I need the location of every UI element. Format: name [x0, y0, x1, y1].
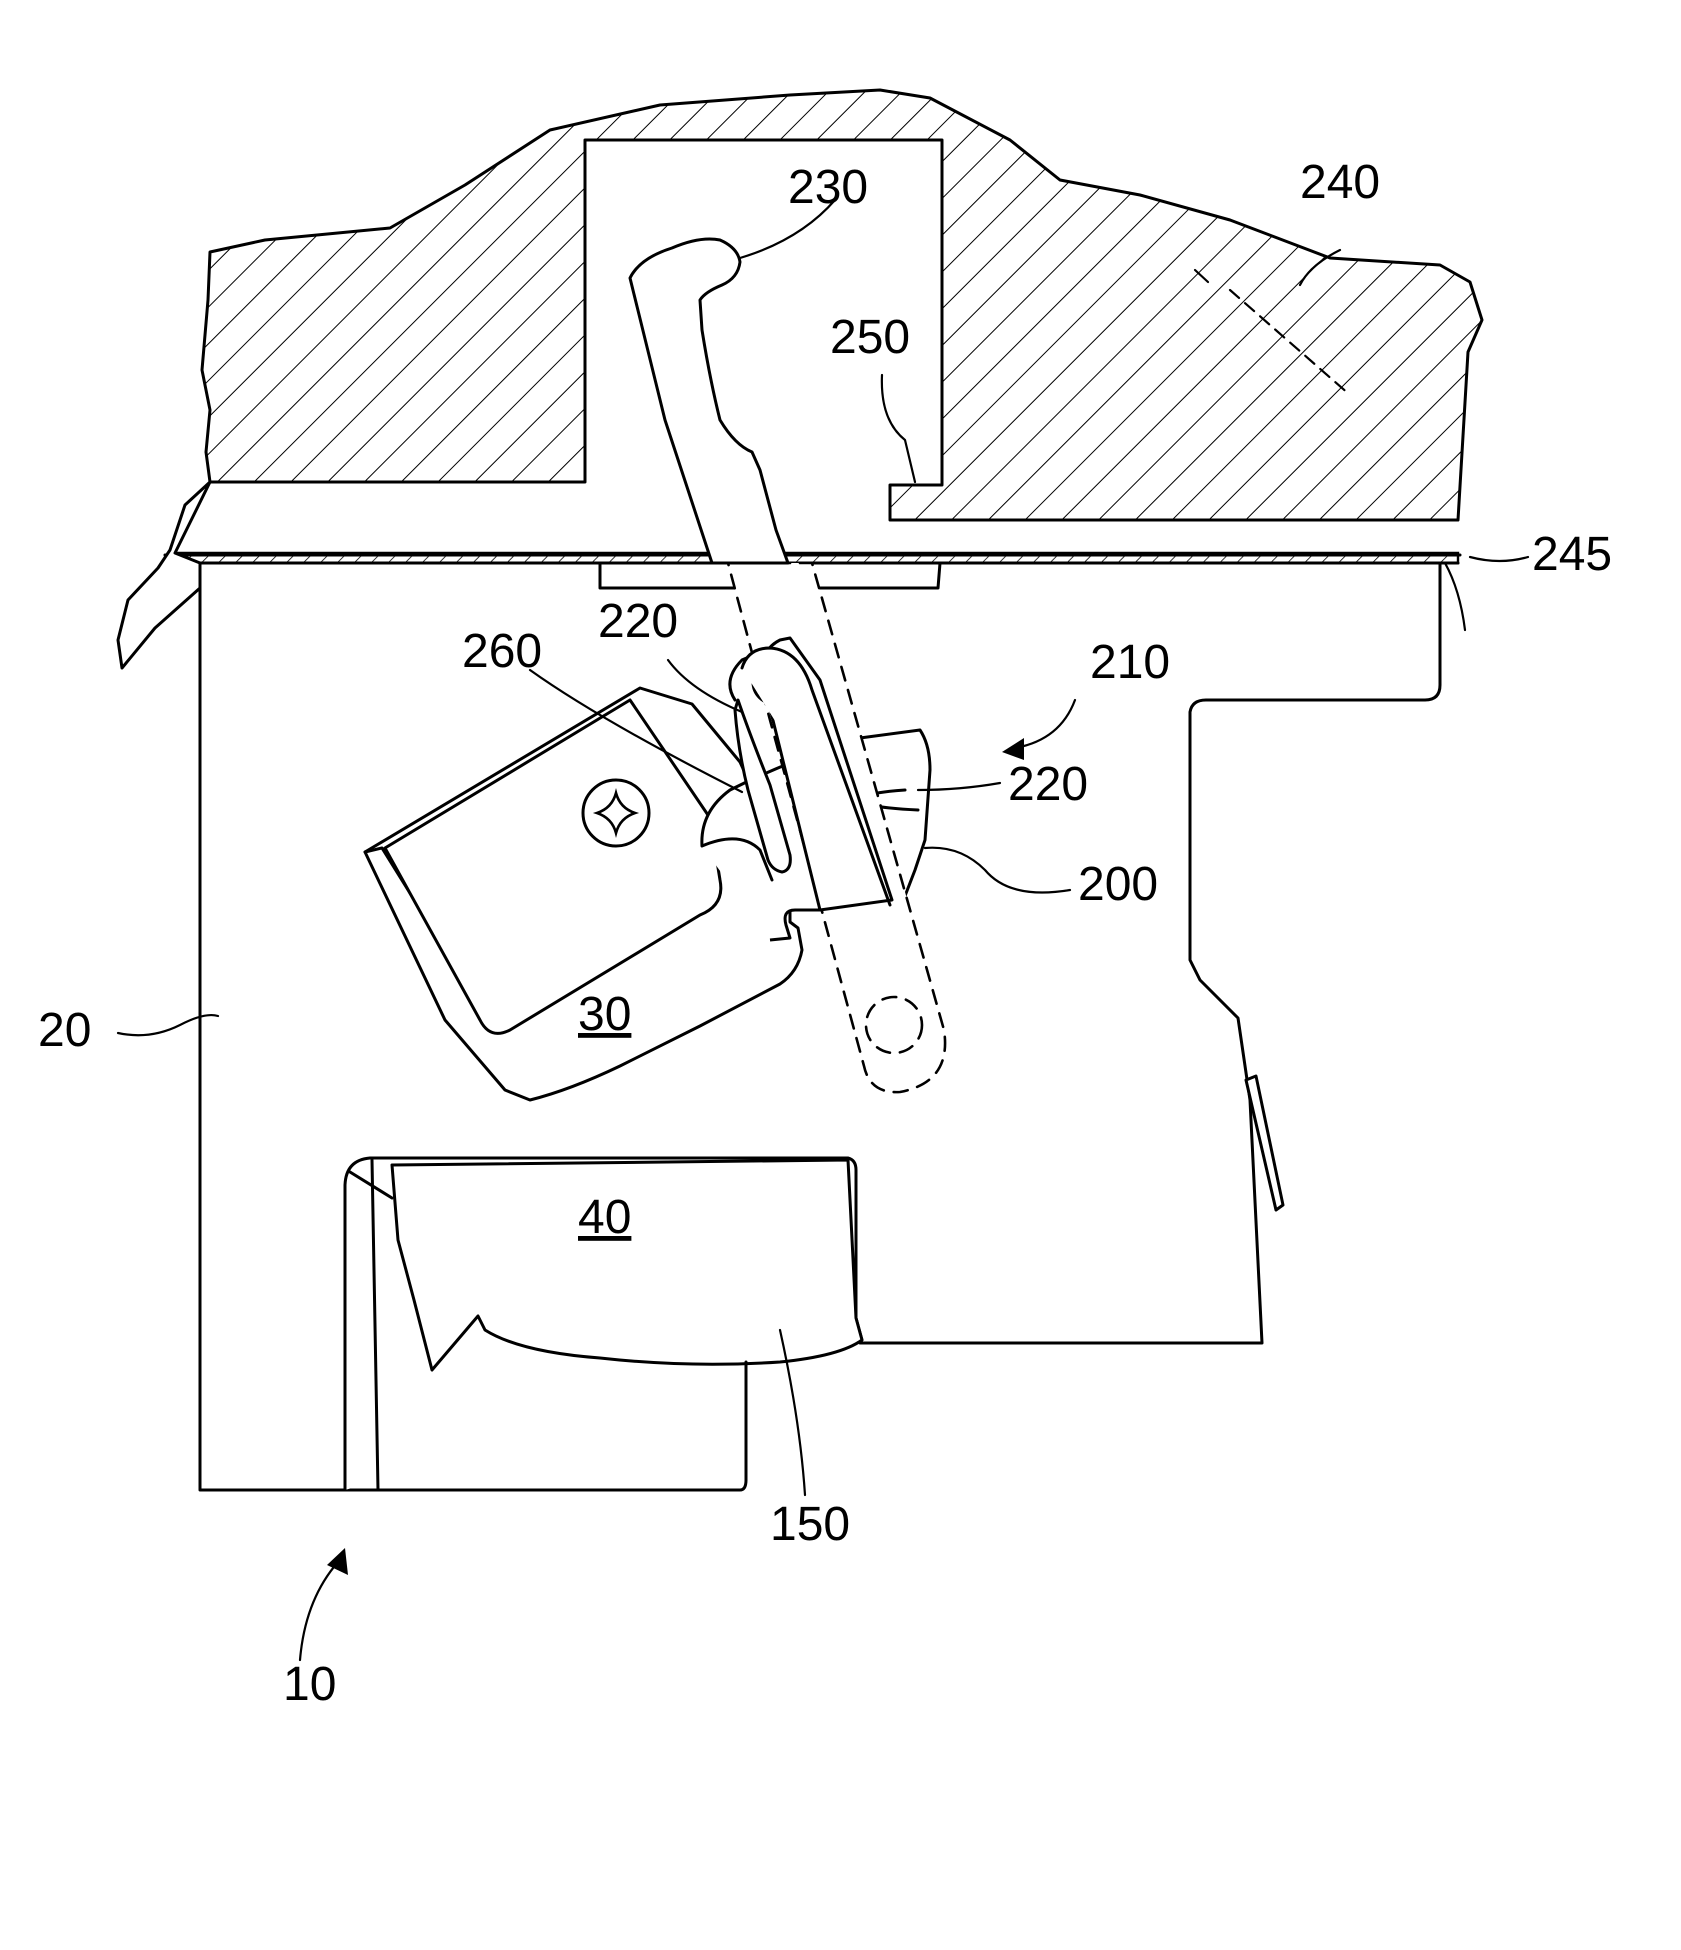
label-230: 230 — [788, 161, 868, 214]
leader-250 — [882, 375, 915, 482]
label-40: 40 — [578, 1191, 631, 1244]
label-20: 20 — [38, 1004, 91, 1057]
panel-section-240 — [202, 90, 1482, 520]
leader-245 — [1470, 557, 1528, 561]
label-245: 245 — [1532, 528, 1612, 581]
sheet-245-edge — [1445, 563, 1465, 630]
label-150: 150 — [770, 1498, 850, 1551]
label-250: 250 — [830, 311, 910, 364]
label-220b: 220 — [1008, 758, 1088, 811]
label-220a: 220 — [598, 595, 678, 648]
label-260: 260 — [462, 625, 542, 678]
figure-arrow-icon — [300, 1548, 348, 1660]
label-210: 210 — [1090, 636, 1170, 689]
label-10: 10 — [283, 1658, 336, 1711]
screw-head-icon — [583, 780, 649, 846]
panel-lip — [118, 482, 210, 668]
label-30: 30 — [578, 988, 631, 1041]
label-200: 200 — [1078, 858, 1158, 911]
label-240: 240 — [1300, 156, 1380, 209]
dashed-pivot — [866, 997, 922, 1053]
pin-230 — [630, 239, 788, 563]
